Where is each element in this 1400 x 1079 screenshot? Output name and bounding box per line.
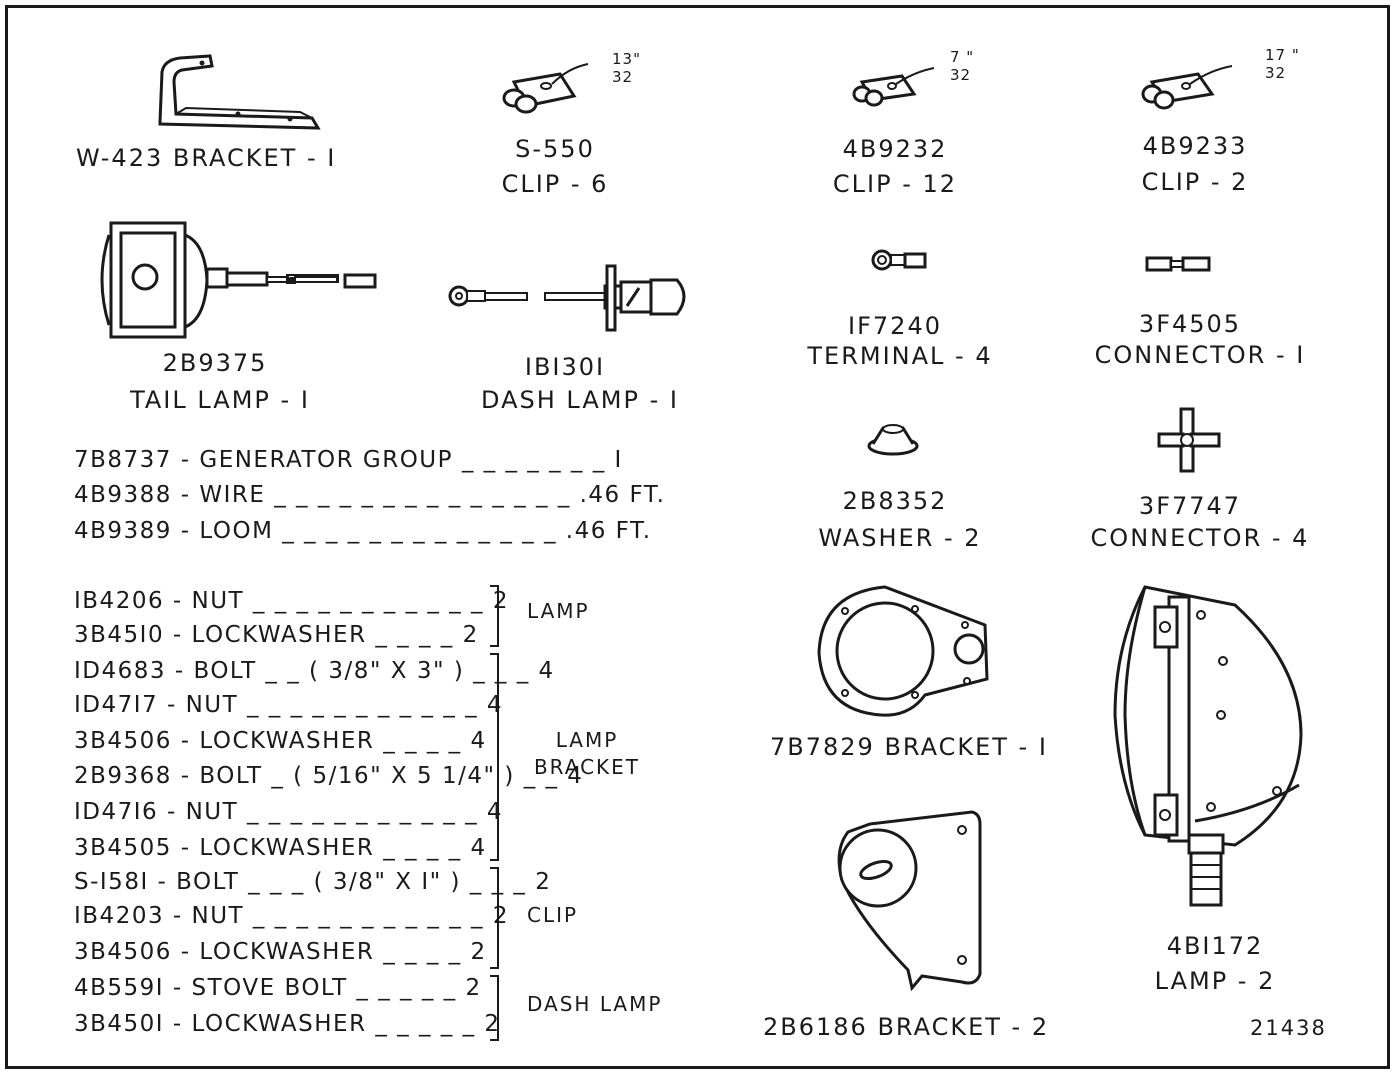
item-3f4505-name: CONNECTOR - I (1094, 341, 1306, 369)
hardware-list-item: IB4203 - NUT _ _ _ _ _ _ _ _ _ _ _ 2 (74, 903, 509, 929)
item-4b9233-name: CLIP - 2 (1141, 168, 1249, 196)
hardware-list-item: 3B4506 - LOCKWASHER _ _ _ _ 4 (74, 728, 487, 754)
item-2b6186-label: 2B6186 BRACKET - 2 (763, 1013, 1050, 1041)
group-label-lamp-bracket: LAMP BRACKET (533, 728, 641, 779)
group-braces (490, 585, 499, 1041)
bracket-7b7829-illustration (817, 585, 989, 717)
dash-lamp-illustration (448, 264, 686, 332)
hardware-list-item: 3B450I - LOCKWASHER _ _ _ _ _ 2 (74, 1011, 501, 1037)
connector-3f7747-illustration (1157, 407, 1221, 473)
group-label-dash-lamp: DASH LAMP (527, 992, 663, 1016)
clip-4b9232-illustration (852, 67, 935, 107)
item-3f7747-part: 3F7747 (1138, 492, 1242, 520)
item-2b8352-name: WASHER - 2 (818, 524, 982, 552)
item-s550-part: S-550 (515, 135, 595, 163)
group-label-clip: CLIP (527, 903, 579, 927)
clip-4b9232-dim-num: 7 " (950, 48, 975, 66)
item-if7240-name: TERMINAL - 4 (807, 342, 993, 370)
hardware-list-item: 4B559I - STOVE BOLT _ _ _ _ _ 2 (74, 975, 482, 1001)
bracket-w423-illustration (158, 54, 321, 130)
clip-4b9233-dim-num: 17 " (1265, 46, 1300, 64)
item-2b9375-part: 2B9375 (162, 349, 268, 377)
item-4b9232-part: 4B9232 (842, 135, 948, 163)
group-label-lamp: LAMP (527, 599, 590, 623)
generator-list-item: 4B9388 - WIRE _ _ _ _ _ _ _ _ _ _ _ _ _ … (74, 482, 666, 508)
clip-4b9233-illustration (1141, 65, 1233, 110)
hardware-list-item: ID4683 - BOLT _ _ ( 3/8" X 3" ) _ _ _ 4 (74, 658, 555, 684)
item-3f7747-name: CONNECTOR - 4 (1090, 524, 1310, 552)
item-4b1172-name: LAMP - 2 (1154, 967, 1276, 995)
item-4b1172-part: 4BI172 (1166, 932, 1264, 960)
item-4b9233-part: 4B9233 (1142, 132, 1248, 160)
hardware-list-item: S-I58I - BOLT _ _ _ ( 3/8" X I" ) _ _ _ … (74, 869, 552, 895)
clip-s550-dim-num: 13" (612, 50, 641, 68)
generator-list-item: 4B9389 - LOOM _ _ _ _ _ _ _ _ _ _ _ _ _ … (74, 518, 652, 544)
hardware-list-item: 3B4506 - LOCKWASHER _ _ _ _ 2 (74, 939, 487, 965)
item-w423-label: W-423 BRACKET - I (76, 144, 337, 172)
tail-lamp-illustration (100, 221, 377, 339)
figure-number: 21438 (1250, 1016, 1327, 1040)
bracket-2b6186-illustration (837, 810, 982, 992)
hardware-list-item: ID47I6 - NUT _ _ _ _ _ _ _ _ _ _ _ 4 (74, 799, 504, 825)
hardware-list-item: ID47I7 - NUT _ _ _ _ _ _ _ _ _ _ _ 4 (74, 692, 504, 718)
item-4b9232-name: CLIP - 12 (832, 170, 958, 198)
clip-4b9233-dim-den: 32 (1265, 64, 1287, 82)
clip-s550-illustration (502, 63, 589, 114)
item-if7240-part: IF7240 (848, 312, 942, 340)
clip-4b9232-dim-den: 32 (950, 66, 972, 84)
clip-s550-dim-den: 32 (612, 68, 634, 86)
item-1b1301-name: DASH LAMP - I (481, 386, 679, 414)
hardware-list-item: 3B4505 - LOCKWASHER _ _ _ _ 4 (74, 835, 487, 861)
washer-illustration (867, 424, 919, 456)
hardware-list-item: 3B45I0 - LOCKWASHER _ _ _ _ 2 (74, 622, 479, 648)
item-3f4505-part: 3F4505 (1138, 310, 1242, 338)
hardware-list-item: 2B9368 - BOLT _ ( 5/16" X 5 1/4" ) _ _ 4 (74, 763, 584, 789)
hardware-list-item: IB4206 - NUT _ _ _ _ _ _ _ _ _ _ _ 2 (74, 588, 509, 614)
figure-frame (5, 5, 1390, 1069)
item-2b9375-name: TAIL LAMP - I (130, 386, 310, 414)
item-7b7829-label: 7B7829 BRACKET - I (770, 733, 1048, 761)
terminal-illustration (871, 249, 927, 271)
generator-list-item: 7B8737 - GENERATOR GROUP _ _ _ _ _ _ _ I (74, 447, 623, 473)
connector-3f4505-illustration (1145, 256, 1211, 272)
lamp-4b1172-illustration (1113, 585, 1303, 907)
item-2b8352-part: 2B8352 (842, 487, 948, 515)
item-1b1301-part: IBI30I (524, 353, 606, 381)
item-s550-name: CLIP - 6 (501, 170, 609, 198)
